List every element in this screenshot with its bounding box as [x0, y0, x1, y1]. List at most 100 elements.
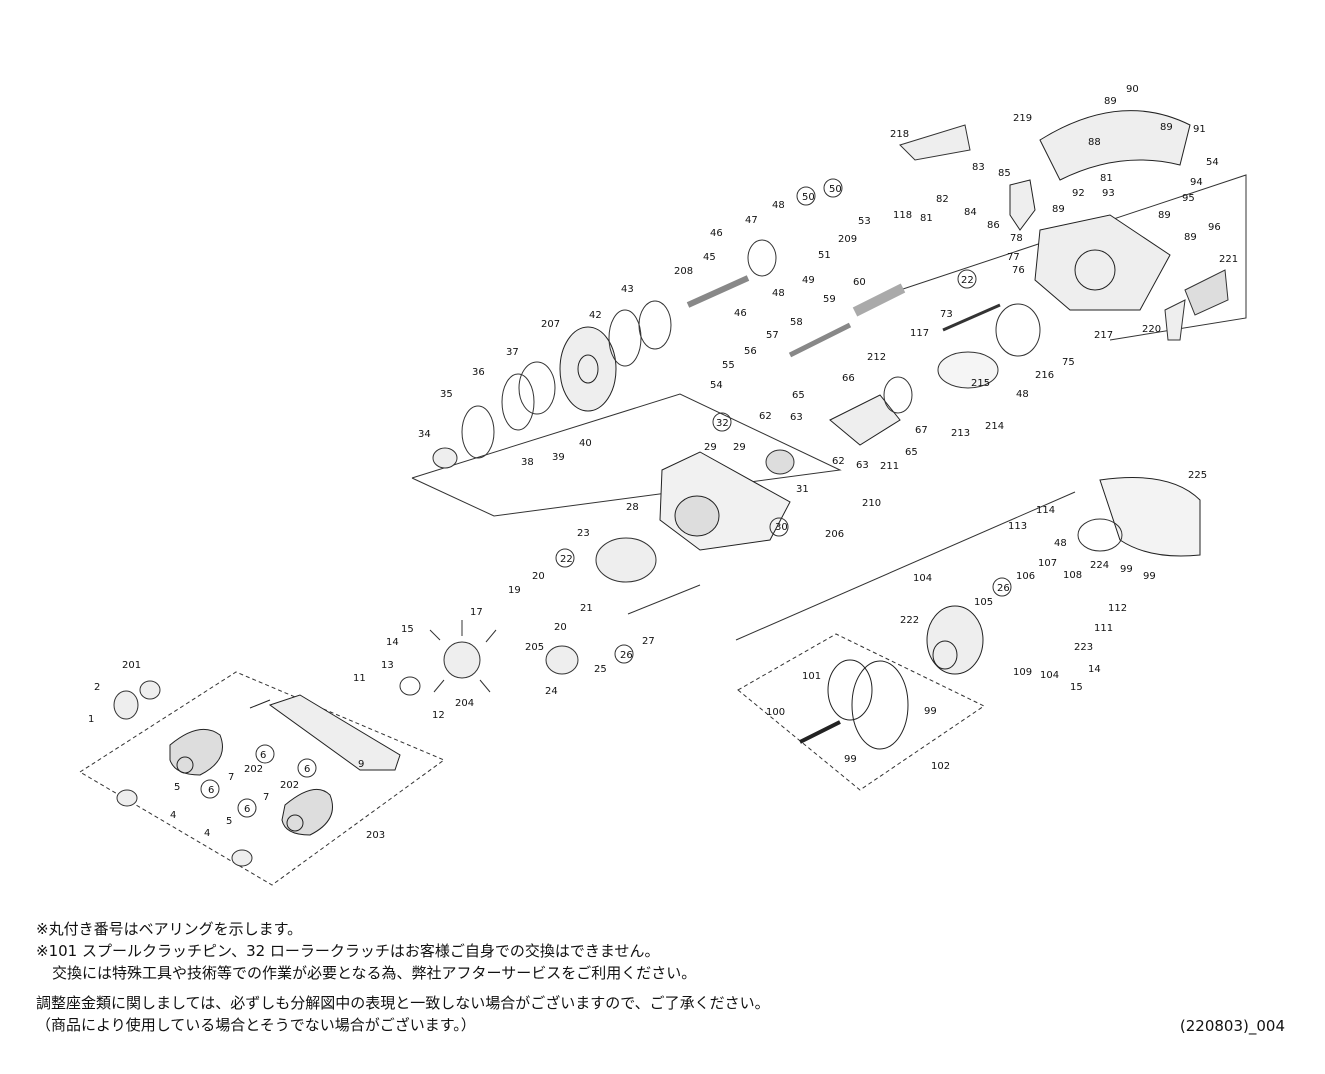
part-number-label: 112: [1108, 603, 1127, 614]
pinion-shaft-60: [852, 283, 906, 317]
main-body-206: [659, 451, 791, 551]
disk-42: [608, 309, 642, 367]
frame-217: [1034, 214, 1171, 311]
part-number-label: 53: [858, 216, 871, 227]
part-number-label: 48: [772, 288, 785, 299]
part-number-label: 89: [1104, 96, 1117, 107]
part-number-label: 26: [620, 650, 633, 661]
part-number-label: 85: [998, 168, 1011, 179]
part-number-label: 92: [1072, 188, 1085, 199]
part-number-label: 212: [867, 352, 886, 363]
part-number-label: 32: [716, 418, 729, 429]
part-number-label: 201: [122, 660, 141, 671]
clip-220: [1164, 299, 1186, 341]
part-number-label: 218: [890, 129, 909, 140]
part-number-label: 82: [936, 194, 949, 205]
part-number-label: 48: [1054, 538, 1067, 549]
part-number-label: 21: [580, 603, 593, 614]
part-number-label: 15: [401, 624, 414, 635]
main-shaft-208: [686, 275, 750, 308]
part-number-label: 29: [733, 442, 746, 453]
part-number-label: 28: [626, 502, 639, 513]
part-number-label: 22: [961, 275, 974, 286]
ring-216: [995, 303, 1041, 357]
part-number-label: 78: [1010, 233, 1023, 244]
part-number-label: 55: [722, 360, 735, 371]
top-cover-219: [1039, 110, 1191, 181]
part-number-label: 91: [1193, 124, 1206, 135]
part-number-label: 217: [1094, 330, 1113, 341]
part-number-label: 104: [913, 573, 932, 584]
part-number-label: 17: [470, 607, 483, 618]
part-number-label: 7: [263, 792, 269, 803]
part-number-label: 39: [552, 452, 565, 463]
part-number-label: 14: [1088, 664, 1101, 675]
handle-knob-1: [169, 728, 223, 776]
note-usage: （商品により使用している場合とそうでない場合がございます。）: [36, 1016, 476, 1034]
part-number-label: 15: [1070, 682, 1083, 693]
part-number-label: 99: [1143, 571, 1156, 582]
part-number-label: 77: [1007, 252, 1020, 263]
part-number-label: 47: [745, 215, 758, 226]
part-number-label: 89: [1160, 122, 1173, 133]
part-number-label: 42: [589, 310, 602, 321]
part-number-label: 76: [1012, 265, 1025, 276]
part-number-label: 106: [1016, 571, 1035, 582]
part-number-label: 54: [710, 380, 723, 391]
nut-2: [113, 690, 139, 720]
part-number-label: 99: [924, 706, 937, 717]
drag-washer-36: [501, 373, 535, 431]
drag-washer-37: [518, 361, 556, 415]
handle-arm: [249, 694, 401, 771]
part-number-label: 111: [1094, 623, 1113, 634]
part-number-label: 46: [734, 308, 747, 319]
handle-cap-4a: [116, 789, 138, 807]
spacer-24: [545, 645, 579, 675]
part-number-label: 19: [508, 585, 521, 596]
part-number-label: 88: [1088, 137, 1101, 148]
bearing-markers: [200, 178, 1012, 818]
drive-group-outline: [627, 584, 701, 615]
part-number-label: 6: [208, 785, 214, 796]
part-number-label: 90: [1126, 84, 1139, 95]
part-number-label: 216: [1035, 370, 1054, 381]
part-number-label: 224: [1090, 560, 1109, 571]
part-number-label: 62: [759, 411, 772, 422]
bushing-34: [432, 447, 458, 469]
ring-212: [883, 376, 913, 414]
plate-215: [937, 351, 999, 389]
part-number-label: 108: [1063, 570, 1082, 581]
part-number-label: 208: [674, 266, 693, 277]
part-number-label: 118: [893, 210, 912, 221]
part-number-label: 23: [577, 528, 590, 539]
ratchet-43: [638, 300, 672, 350]
part-number-label: 59: [823, 294, 836, 305]
part-number-label: 31: [796, 484, 809, 495]
part-number-label: 75: [1062, 357, 1075, 368]
part-number-label: 54: [1206, 157, 1219, 168]
part-number-label: 204: [455, 698, 474, 709]
part-number-label: 13: [381, 660, 394, 671]
part-number-label: 27: [642, 636, 655, 647]
part-number-label: 14: [386, 637, 399, 648]
star-drag-204: [429, 620, 497, 693]
note-clutch: ※101 スプールクラッチピン、32 ローラークラッチはお客様ご自身での交換はで…: [36, 942, 660, 960]
cover-218: [899, 124, 971, 161]
part-number-label: 30: [775, 522, 788, 533]
part-number-label: 101: [802, 671, 821, 682]
part-number-label: 22: [560, 554, 573, 565]
part-number-label: 38: [521, 457, 534, 468]
part-number-label: 48: [1016, 389, 1029, 400]
part-number-label: 1: [88, 714, 94, 725]
part-number-label: 25: [594, 664, 607, 675]
part-number-label: 7: [228, 772, 234, 783]
part-number-label: 207: [541, 319, 560, 330]
part-number-label: 223: [1074, 642, 1093, 653]
part-number-label: 211: [880, 461, 899, 472]
part-number-label: 4: [170, 810, 176, 821]
part-number-label: 66: [842, 373, 855, 384]
part-number-label: 81: [920, 213, 933, 224]
part-number-label: 221: [1219, 254, 1238, 265]
part-number-label: 51: [818, 250, 831, 261]
part-number-label: 4: [204, 828, 210, 839]
